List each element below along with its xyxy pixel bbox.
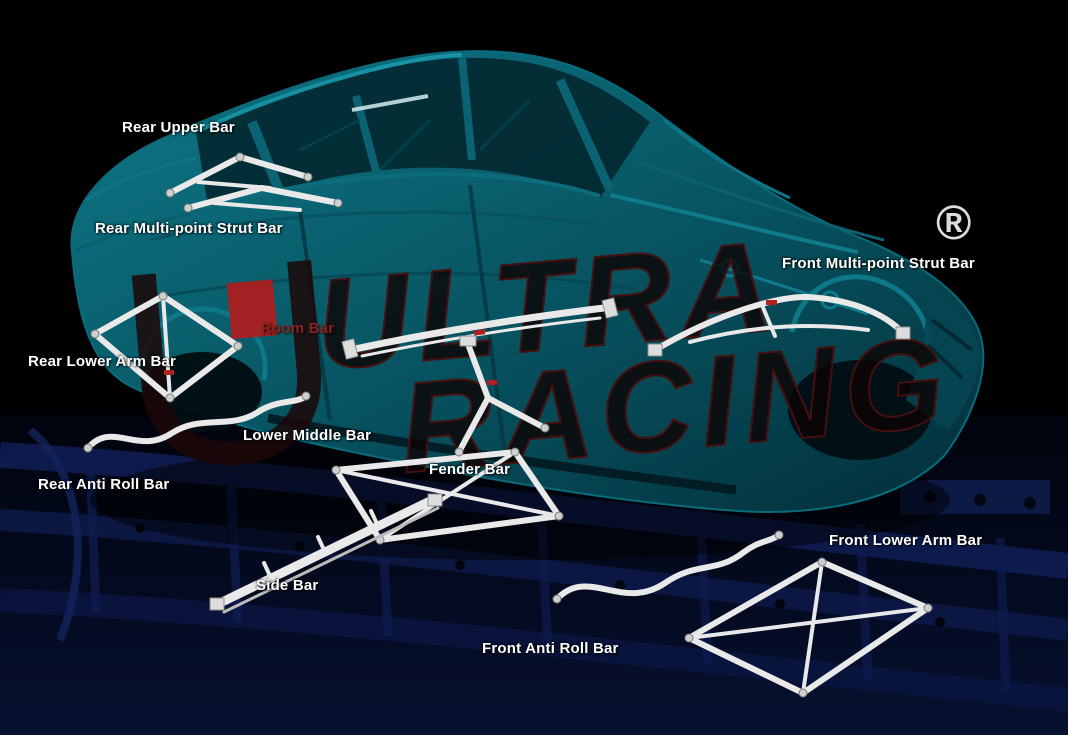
label-rear-lower-arm-bar: Rear Lower Arm Bar <box>28 353 177 370</box>
bar-room <box>341 297 619 360</box>
label-rear-upper-bar: Rear Upper Bar <box>122 119 235 136</box>
strut-bars <box>83 152 933 698</box>
label-front-multi-point-strut-bar: Front Multi-point Strut Bar <box>782 255 975 272</box>
bar-front-multi-point-strut <box>647 293 911 357</box>
label-front-anti-roll-bar: Front Anti Roll Bar <box>482 640 619 657</box>
registered-trademark-symbol: ® <box>936 197 972 250</box>
label-side-bar: Side Bar <box>256 577 319 594</box>
label-fender-bar: Fender Bar <box>429 461 511 478</box>
label-room-bar: Room Bar <box>261 320 335 337</box>
bar-logo-mark <box>164 370 174 375</box>
label-rear-anti-roll-bar: Rear Anti Roll Bar <box>38 476 170 493</box>
bar-fender <box>454 335 550 457</box>
bar-rear-anti-roll <box>83 391 311 453</box>
bar-logo-mark <box>487 380 497 385</box>
bar-rear-multi-point-strut <box>183 185 343 213</box>
bar-rear-lower-arm <box>90 291 243 403</box>
watermark-u-logo <box>131 259 322 466</box>
bar-front-anti-roll <box>552 530 784 604</box>
label-front-lower-arm-bar: Front Lower Arm Bar <box>829 532 983 549</box>
label-rear-multi-point-strut-bar: Rear Multi-point Strut Bar <box>95 220 283 237</box>
bar-logo-mark <box>766 300 777 305</box>
bar-logo-mark <box>473 329 486 336</box>
watermark-u-logo-red <box>226 279 278 340</box>
bar-front-lower-arm <box>684 557 933 698</box>
bar-side <box>209 493 443 614</box>
label-lower-middle-bar: Lower Middle Bar <box>243 427 372 444</box>
greenhouse-windows <box>196 57 650 206</box>
